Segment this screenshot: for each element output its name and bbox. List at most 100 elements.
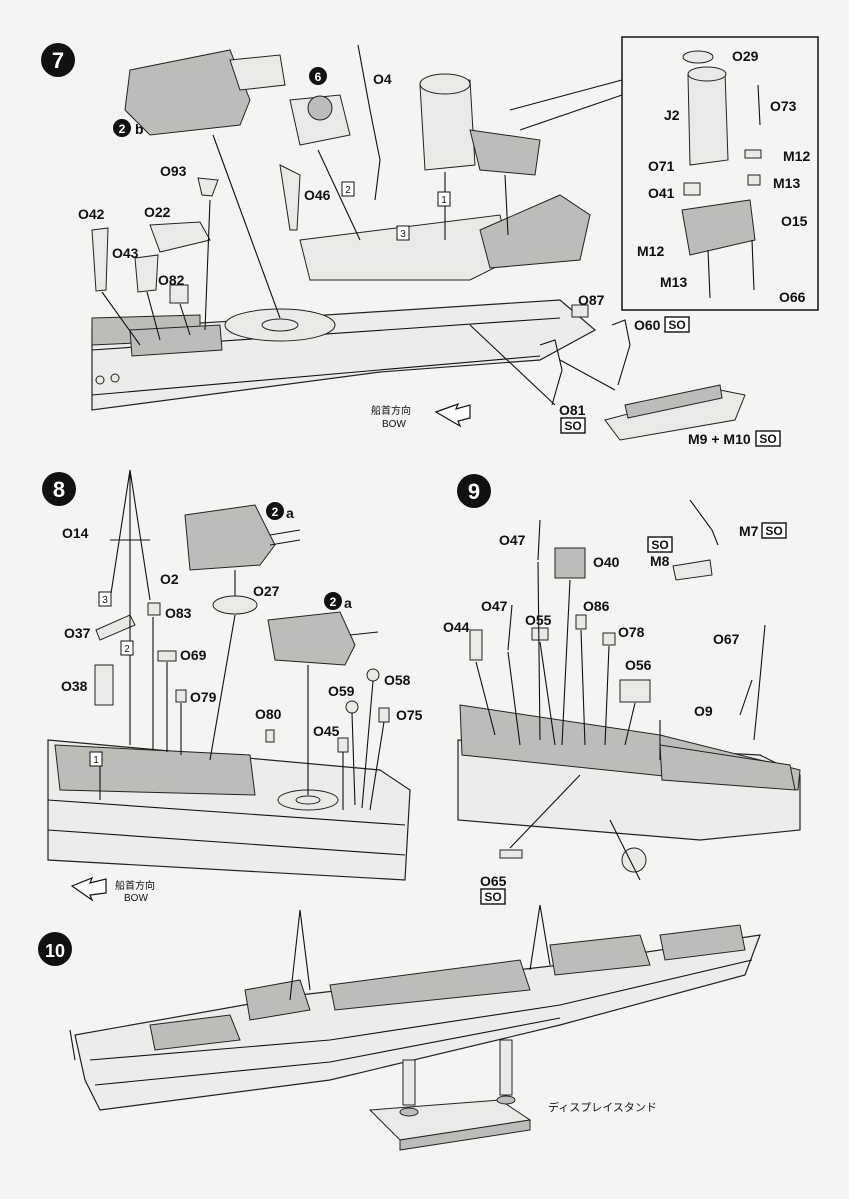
part-o79	[175, 689, 187, 703]
stand-post-1	[402, 1059, 416, 1106]
label-o69: O69	[180, 647, 207, 663]
step-7-number: 7	[52, 48, 64, 73]
label-o79: O79	[190, 689, 217, 705]
svg-text:2: 2	[330, 595, 337, 609]
aft-mast	[529, 904, 551, 971]
step-10-number: 10	[45, 941, 65, 961]
mast-o14	[109, 469, 151, 601]
svg-text:1: 1	[441, 195, 447, 206]
bow-arrow-8	[70, 876, 107, 902]
label-o60: O60	[634, 317, 661, 333]
turret-aft	[479, 194, 591, 269]
label-o38: O38	[61, 678, 88, 694]
svg-text:2: 2	[119, 122, 126, 136]
inset-label-o71: O71	[648, 158, 675, 174]
part-o81	[539, 339, 563, 406]
part-o75	[378, 707, 390, 723]
label-o80: O80	[255, 706, 282, 722]
inset-platform	[681, 199, 756, 256]
svg-text:SO: SO	[668, 318, 685, 332]
svg-text:SO: SO	[564, 419, 581, 433]
svg-text:b: b	[135, 121, 144, 137]
fore-mast	[289, 909, 311, 1001]
part-o67	[753, 624, 766, 741]
label-o56: O56	[625, 657, 652, 673]
stand-post-2	[499, 1039, 513, 1096]
part-o37	[95, 614, 136, 641]
inset-funnel-j2	[687, 71, 729, 166]
svg-text:a: a	[344, 595, 352, 611]
label-o9: O9	[694, 703, 713, 719]
step-8: 8 2 a 2 a	[42, 469, 423, 904]
part-o83	[147, 602, 161, 616]
inset-label-o41: O41	[648, 185, 675, 201]
svg-text:SO: SO	[651, 538, 668, 552]
label-o22: O22	[144, 204, 171, 220]
step-7-badge	[41, 43, 75, 77]
inset-label-m13a: M13	[773, 175, 800, 191]
part-o47a	[537, 519, 541, 561]
part-o45	[337, 737, 349, 753]
label-o27: O27	[253, 583, 280, 599]
svg-text:1: 1	[93, 755, 99, 766]
label-o40: O40	[593, 554, 620, 570]
part-o60	[611, 319, 631, 386]
svg-text:SO: SO	[484, 890, 501, 904]
label-m8: M8	[650, 553, 670, 569]
label-o55: O55	[525, 612, 552, 628]
part-o27	[212, 595, 258, 615]
propeller	[621, 847, 647, 873]
mast-o4	[357, 44, 381, 201]
label-o2: O2	[160, 571, 179, 587]
superstructure-7	[299, 214, 511, 281]
inset-label-m12a: M12	[783, 148, 810, 164]
inset-label-m13b: M13	[660, 274, 687, 290]
label-o86: O86	[583, 598, 610, 614]
step-9-number: 9	[468, 479, 480, 504]
label-o93: O93	[160, 163, 187, 179]
label-o82: O82	[158, 272, 185, 288]
label-o14: O14	[62, 525, 89, 541]
inset-label-o73: O73	[770, 98, 797, 114]
turret-2b	[124, 49, 251, 136]
step-8-badge	[42, 472, 76, 506]
inset-label-o29: O29	[732, 48, 759, 64]
turret-2a-upper	[184, 504, 276, 571]
label-o45: O45	[313, 723, 340, 739]
part-m7	[689, 499, 719, 546]
step-9-badge	[457, 474, 491, 508]
part-o47b	[507, 604, 513, 651]
label-o42: O42	[78, 206, 105, 222]
part-o9	[739, 679, 753, 716]
part-o46	[279, 164, 301, 231]
inset-label-m12b: M12	[637, 243, 664, 259]
part-o58	[366, 668, 380, 682]
svg-text:SO: SO	[765, 524, 782, 538]
part-o80	[265, 729, 275, 743]
part-o93	[197, 177, 219, 197]
label-o58: O58	[384, 672, 411, 688]
label-m7: M7	[739, 523, 759, 539]
label-o44: O44	[443, 619, 470, 635]
svg-text:2: 2	[272, 505, 279, 519]
part-o43	[134, 254, 159, 293]
label-o46: O46	[304, 187, 331, 203]
step-10: 10 ディスプレイスタンド	[38, 904, 761, 1151]
bow-arrow-7	[434, 402, 471, 428]
bow-jp-7: 船首方向	[371, 404, 411, 417]
inset-label-o15: O15	[781, 213, 808, 229]
label-o43: O43	[112, 245, 139, 261]
bridge-deck-8	[54, 744, 256, 796]
svg-text:2: 2	[124, 644, 130, 655]
display-stand-label: ディスプレイスタンド	[548, 1100, 657, 1114]
svg-text:a: a	[286, 505, 294, 521]
label-o87: O87	[578, 292, 605, 308]
part-o40	[554, 547, 586, 579]
label-o81: O81	[559, 402, 586, 418]
bow-en-8: BOW	[124, 893, 148, 904]
part-m8	[672, 559, 713, 581]
label-m9-m10: M9 + M10	[688, 431, 751, 447]
label-o59: O59	[328, 683, 355, 699]
turret-2a-lower	[267, 611, 356, 666]
